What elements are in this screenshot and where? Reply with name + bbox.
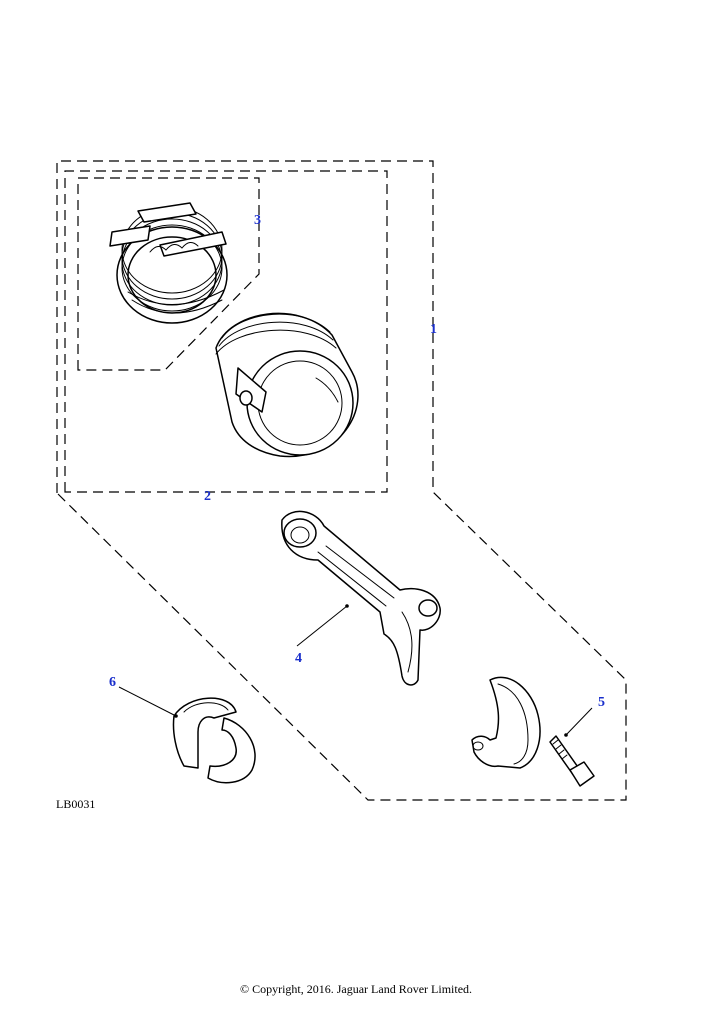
callout-4[interactable]: 4: [295, 651, 302, 666]
boundary-kit-1: [56, 160, 627, 801]
boundary-piston-assembly-2: [64, 170, 388, 493]
diagram-reference-code: LB0031: [56, 797, 95, 811]
boundary-ring-set-3: [77, 177, 260, 371]
connecting-rod: [281, 510, 441, 686]
copyright-notice: © Copyright, 2016. Jaguar Land Rover Lim…: [240, 982, 472, 996]
bearing-shells: [172, 697, 256, 784]
leader-6: [118, 686, 177, 717]
leader-5: [565, 707, 593, 736]
leader-4: [296, 605, 348, 647]
callout-1[interactable]: 1: [430, 322, 437, 337]
callout-2[interactable]: 2: [204, 489, 211, 504]
rod-bolt: [549, 735, 595, 787]
piston-ring-set: [109, 202, 228, 324]
connecting-rod-cap: [471, 676, 541, 769]
piston: [215, 312, 359, 458]
callout-3[interactable]: 3: [254, 213, 261, 228]
group-boundaries: [56, 160, 627, 801]
leader-lines: [118, 604, 593, 737]
callout-6[interactable]: 6: [109, 675, 116, 690]
callout-5[interactable]: 5: [598, 695, 605, 710]
